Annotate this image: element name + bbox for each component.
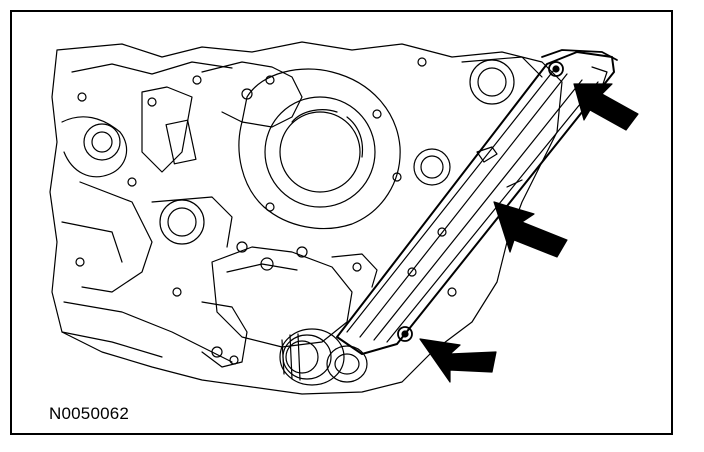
timing-chain-guide — [336, 49, 618, 355]
callout-arrow-upper — [573, 83, 639, 131]
front-cover-bore — [238, 68, 402, 230]
idler-pulley — [279, 328, 368, 386]
figure-frame: N0050062 — [10, 10, 673, 435]
callout-arrow-lower — [419, 338, 497, 383]
water-pump-housing — [201, 241, 378, 368]
cam-bore-mid — [413, 148, 451, 186]
cam-bore-lower — [151, 196, 233, 248]
guide-bolt-lower — [397, 326, 413, 342]
cam-bore-upper — [461, 56, 543, 105]
figure-id-label: N0050062 — [49, 404, 130, 423]
guide-bolt-upper — [548, 61, 564, 77]
callout-arrow-guide — [493, 201, 568, 258]
engine-illustration — [49, 41, 639, 395]
block-bolts — [75, 57, 457, 297]
